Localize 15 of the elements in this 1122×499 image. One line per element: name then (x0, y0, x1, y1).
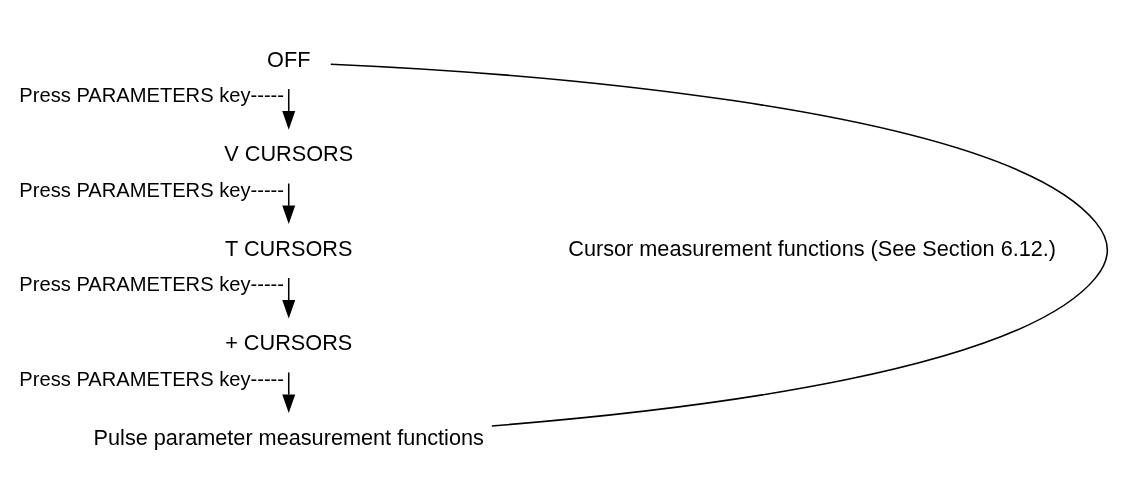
edge-label: Press PARAMETERS key----- (19, 272, 284, 295)
node-text: V CURSORS (224, 140, 354, 166)
node-text: + CURSORS (225, 329, 353, 355)
node-text: T CURSORS (225, 235, 353, 261)
edge-label: Press PARAMETERS key----- (19, 367, 284, 389)
node-text: OFF (267, 46, 311, 72)
arrow (282, 182, 296, 224)
arrow (282, 276, 296, 319)
edge-label: Press PARAMETERS key----- (19, 178, 284, 201)
edge-label: Press PARAMETERS key----- (19, 83, 284, 106)
node-text: Pulse parameter measurement functions (93, 424, 484, 450)
arrow (282, 87, 296, 130)
label: Cursor measurement functions (See Section 6.12.) (568, 235, 1057, 261)
arrow (282, 371, 296, 413)
connector (330, 62, 1109, 427)
